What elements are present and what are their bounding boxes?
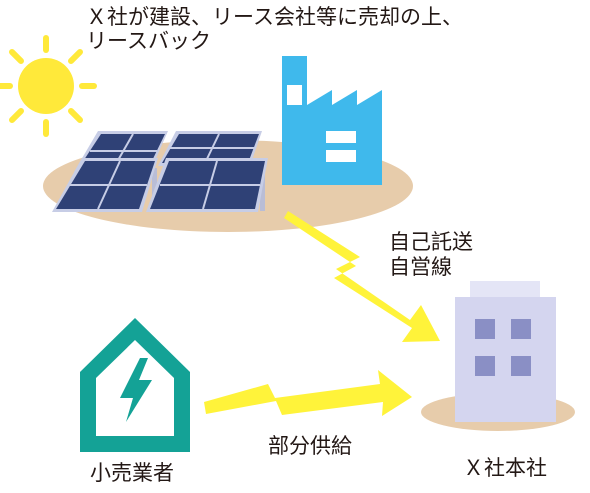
lightning-arrow-icon: [204, 370, 412, 416]
title-line-2: リースバック: [86, 29, 211, 53]
retailer-label: 小売業者: [90, 461, 174, 485]
factory-icon: [282, 56, 382, 185]
solar-panel-icon: [52, 131, 268, 212]
sun-icon: [0, 35, 97, 137]
self-wheeling-label: 自己託送: [389, 230, 473, 254]
partial-supply-label: 部分供給: [268, 434, 352, 458]
headquarters-label: Ｘ社本社: [463, 456, 547, 480]
office-building-icon: [455, 281, 556, 422]
title-line-1: Ｘ社が建設、リース会社等に売却の上、: [86, 5, 463, 29]
lightning-arrow-icon: [284, 211, 440, 342]
power-house-icon: [80, 318, 190, 452]
private-line-label: 自営線: [389, 255, 452, 279]
